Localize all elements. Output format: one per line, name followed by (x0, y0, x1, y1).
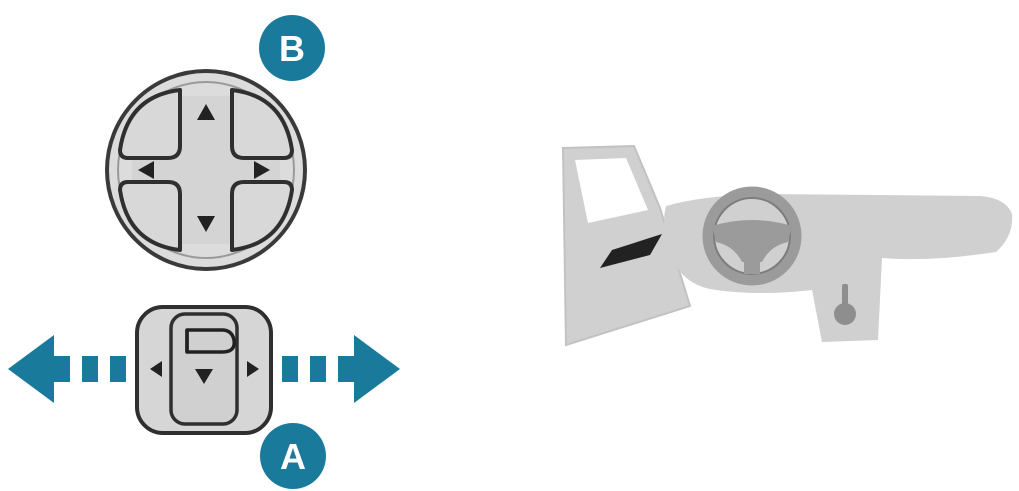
callout-a-label: A (280, 436, 306, 477)
joystick-lower-left-pad[interactable] (120, 182, 180, 250)
joystick-lower-right-pad[interactable] (232, 182, 292, 250)
driver-door-dashboard-icon (563, 146, 1012, 345)
four-way-joystick-icon (107, 71, 305, 269)
dashed-arrow-left-icon (8, 335, 126, 403)
mirror-selector-switch-icon[interactable] (137, 307, 271, 433)
dashed-arrow-right-icon (282, 335, 400, 403)
callout-b-badge: B (259, 15, 325, 81)
callout-a-badge: A (260, 423, 326, 489)
joystick-upper-left-pad[interactable] (120, 90, 180, 158)
callout-b-label: B (279, 28, 305, 69)
joystick-upper-right-pad[interactable] (232, 90, 292, 158)
